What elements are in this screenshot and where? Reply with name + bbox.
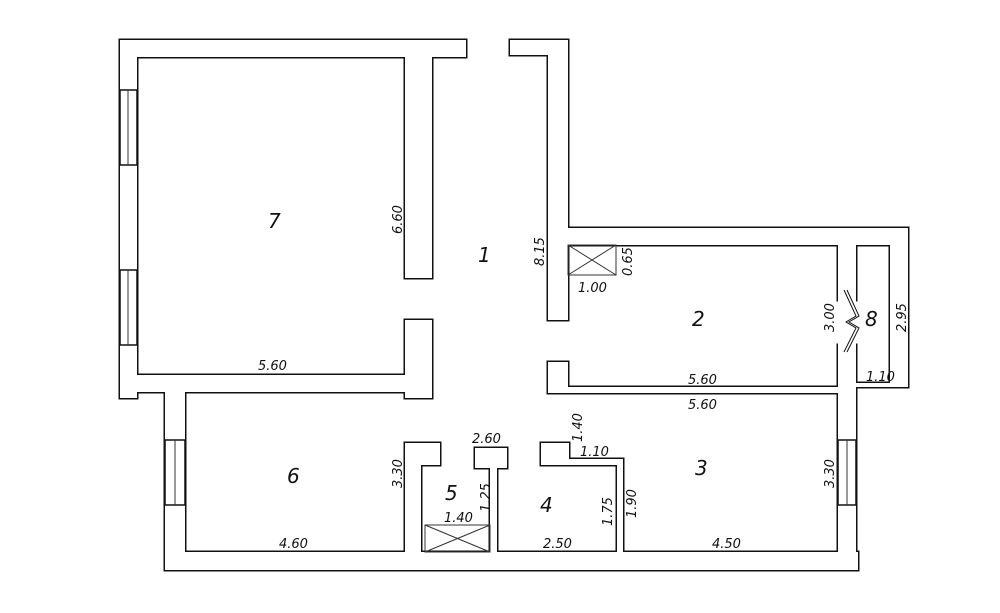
dim-room4-width: 2.50 — [543, 537, 572, 552]
room-label-4: 4 — [540, 493, 553, 517]
wall-fill — [405, 57, 432, 278]
dim-room4-right-height: 1.90 — [625, 489, 640, 518]
dim-room7-width: 5.60 — [258, 359, 287, 374]
dim-room5-height: 1.25 — [479, 483, 494, 512]
wall-fill — [120, 375, 432, 392]
wall-fill — [617, 459, 623, 552]
dim-room3-height: 3.30 — [823, 459, 838, 488]
dim-room1-height: 8.15 — [533, 237, 548, 266]
ventilation-shaft-room-5 — [424, 524, 491, 553]
wall-fill — [165, 552, 858, 570]
window-room-3 — [837, 439, 857, 506]
dim-room4-notch-height: 1.40 — [571, 413, 586, 442]
dim-room8-width: 1.10 — [866, 370, 895, 385]
dim-room3-width-top: 5.60 — [688, 398, 717, 413]
wall-fill — [548, 228, 908, 245]
room-label-8: 8 — [865, 307, 878, 331]
dim-room7-height: 6.60 — [391, 205, 406, 234]
room-label-6: 6 — [287, 464, 300, 488]
ventilation-shaft-room-2 — [567, 244, 617, 276]
door-room-8 — [838, 289, 860, 353]
dim-shaft-height: 0.65 — [621, 247, 636, 276]
dim-room6-height: 3.30 — [391, 459, 406, 488]
walls-outline — [118, 38, 910, 572]
fixtures — [119, 89, 860, 553]
wall-fill — [548, 362, 568, 393]
wall-fill — [405, 443, 421, 552]
dim-room4-notch-width: 1.10 — [580, 445, 609, 460]
wall-fill — [838, 245, 856, 300]
wall-fill — [490, 448, 497, 552]
wall-fill — [548, 40, 568, 320]
wall-fill — [405, 443, 440, 465]
room-label-7: 7 — [268, 209, 281, 233]
dim-room5-width-top: 2.60 — [472, 432, 501, 447]
window-room-6 — [164, 439, 186, 506]
wall-fill — [890, 228, 908, 385]
wall-fill — [120, 40, 466, 57]
dim-room2-width: 5.60 — [688, 373, 717, 388]
dim-room6-width: 4.60 — [279, 537, 308, 552]
window-room-7-upper — [119, 89, 138, 166]
dim-room5-width: 1.40 — [444, 511, 473, 526]
window-room-7-lower — [119, 269, 138, 346]
dim-room2-height: 3.00 — [823, 303, 838, 332]
room-label-3: 3 — [695, 456, 708, 480]
dim-room4-height: 1.75 — [601, 497, 616, 526]
wall-fill — [856, 383, 908, 387]
dim-shaft-width: 1.00 — [578, 281, 607, 296]
room-label-5: 5 — [445, 481, 458, 505]
dimension-labels: 6.60 5.60 8.15 1.00 0.65 5.60 3.00 2.95 … — [258, 205, 910, 552]
room-label-1: 1 — [478, 243, 491, 267]
wall-fill — [541, 459, 623, 465]
room-label-2: 2 — [692, 307, 705, 331]
dim-room3-width-bottom: 4.50 — [712, 537, 741, 552]
walls-fill — [120, 40, 908, 570]
dim-room8-height: 2.95 — [895, 303, 910, 332]
wall-fill — [548, 387, 838, 393]
room-labels: 7 1 2 8 3 4 5 6 — [268, 209, 878, 517]
